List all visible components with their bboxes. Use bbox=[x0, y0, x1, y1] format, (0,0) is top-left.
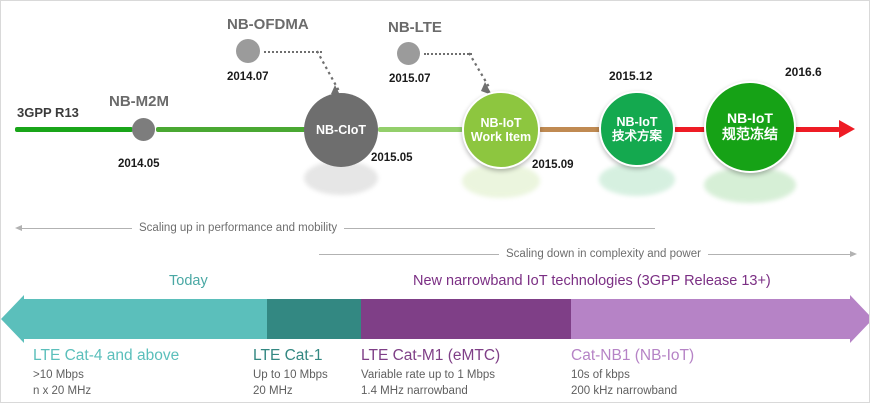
category-detail-1: >10 Mbps bbox=[33, 369, 84, 381]
node-work-item-line2: Work Item bbox=[470, 130, 532, 144]
annotation-scaling-up-text: Scaling up in performance and mobility bbox=[139, 222, 338, 234]
bar-segment-cat-nb1[interactable] bbox=[571, 299, 851, 339]
bar-arrow-right-icon bbox=[850, 295, 869, 343]
date-label-nb-lte: 2015.07 bbox=[389, 73, 431, 85]
bar-arrow-left-icon bbox=[1, 295, 24, 343]
node-nb-m2m[interactable] bbox=[132, 118, 155, 141]
node-caption-nb-lte: NB-LTE bbox=[388, 19, 442, 36]
node-nb-lte[interactable] bbox=[397, 42, 420, 65]
bar-segment-lte-cat1[interactable] bbox=[267, 299, 361, 339]
category-detail-1: Up to 10 Mbps bbox=[253, 369, 328, 381]
scaling-annotations: Scaling up in performance and mobility S… bbox=[1, 219, 869, 267]
timeline-segment-green bbox=[156, 127, 308, 132]
node-nb-ciot[interactable]: NB-CIoT bbox=[304, 93, 378, 167]
node-spec-freeze-line2: 规范冻结 bbox=[722, 126, 778, 142]
date-label-spec-freeze: 2016.6 bbox=[785, 65, 822, 79]
category-detail-2: 20 MHz bbox=[253, 384, 293, 397]
node-caption-nb-ofdma: NB-OFDMA bbox=[227, 16, 309, 33]
category-cat-nb1: Cat-NB1 (NB-IoT) 10s of kbps 200 kHz nar… bbox=[571, 347, 694, 400]
node-reflection-work-item bbox=[462, 164, 540, 198]
category-detail-2: n x 20 MHz bbox=[33, 384, 92, 397]
node-nb-ofdma[interactable] bbox=[236, 39, 260, 63]
node-nb-ciot-label: NB-CIoT bbox=[316, 123, 366, 137]
node-reflection-spec-freeze bbox=[704, 167, 796, 203]
category-detail-2: 200 kHz narrowband bbox=[571, 384, 678, 397]
era-label-3gpp-r13: 3GPP R13 bbox=[17, 105, 79, 120]
category-title: LTE Cat-4 and above bbox=[33, 347, 180, 364]
node-spec-freeze-line1: NB-IoT bbox=[727, 110, 773, 127]
category-title: LTE Cat-M1 (eMTC) bbox=[361, 347, 501, 364]
timeline-section: 3GPP R13 NB-M2M 2014.05 NB-OFDMA 2014.07… bbox=[1, 1, 869, 206]
category-detail-1: 10s of kbps bbox=[571, 369, 630, 381]
category-lte-cat4: LTE Cat-4 and above >10 Mbps n x 20 MHz bbox=[33, 347, 179, 400]
node-nb-iot-tech-plan[interactable]: NB-IoT 技术方案 bbox=[599, 91, 675, 167]
date-label-nb-ofdma: 2014.07 bbox=[227, 71, 269, 83]
node-nb-iot-spec-freeze[interactable]: NB-IoT 规范冻结 bbox=[704, 81, 796, 173]
date-label-nb-ciot: 2015.05 bbox=[371, 152, 413, 164]
technology-bar bbox=[1, 295, 869, 343]
connector-nb-lte-to-work-item bbox=[424, 53, 472, 55]
arrow-right-icon bbox=[850, 251, 857, 257]
connector-nb-ofdma-to-nb-ciot bbox=[264, 51, 322, 53]
annotation-scaling-down-text: Scaling down in complexity and power bbox=[506, 248, 701, 260]
timeline-segment-red bbox=[674, 127, 708, 132]
arrow-left-icon bbox=[15, 225, 22, 231]
timeline-segment-light-green bbox=[378, 127, 463, 132]
timeline-arrowhead-icon bbox=[839, 120, 855, 138]
timeline-segment-tan bbox=[539, 127, 601, 132]
bar-segment-lte-cat4[interactable] bbox=[23, 299, 267, 339]
annotation-scaling-down: Scaling down in complexity and power bbox=[319, 245, 857, 263]
category-detail-2: 1.4 MHz narrowband bbox=[361, 384, 468, 397]
category-lte-cat1: LTE Cat-1 Up to 10 Mbps 20 MHz bbox=[253, 347, 328, 400]
node-tech-plan-line2: 技术方案 bbox=[611, 129, 662, 143]
category-title: LTE Cat-1 bbox=[253, 347, 323, 364]
date-label-nb-m2m: 2014.05 bbox=[118, 158, 160, 170]
category-detail-1: Variable rate up to 1 Mbps bbox=[361, 369, 496, 381]
date-label-tech-plan: 2015.12 bbox=[609, 69, 653, 83]
timeline-segment-dark-green bbox=[15, 127, 133, 132]
bar-header-today: Today bbox=[169, 273, 208, 289]
timeline-segment-red-end bbox=[790, 127, 840, 132]
node-reflection-tech-plan bbox=[599, 163, 675, 196]
node-caption-nb-m2m: NB-M2M bbox=[109, 93, 169, 110]
technology-bar-section: Today New narrowband IoT technologies (3… bbox=[1, 263, 869, 402]
node-nb-iot-work-item[interactable]: NB-IoT Work Item bbox=[462, 91, 540, 169]
category-title: Cat-NB1 (NB-IoT) bbox=[571, 347, 695, 364]
bar-segment-lte-cat-m1[interactable] bbox=[361, 299, 571, 339]
category-lte-cat-m1: LTE Cat-M1 (eMTC) Variable rate up to 1 … bbox=[361, 347, 500, 400]
date-label-work-item: 2015.09 bbox=[532, 159, 574, 171]
node-work-item-line1: NB-IoT bbox=[480, 116, 522, 130]
bar-header-new-narrowband: New narrowband IoT technologies (3GPP Re… bbox=[413, 273, 771, 289]
annotation-scaling-up: Scaling up in performance and mobility bbox=[15, 219, 655, 237]
node-tech-plan-line1: NB-IoT bbox=[616, 115, 658, 129]
